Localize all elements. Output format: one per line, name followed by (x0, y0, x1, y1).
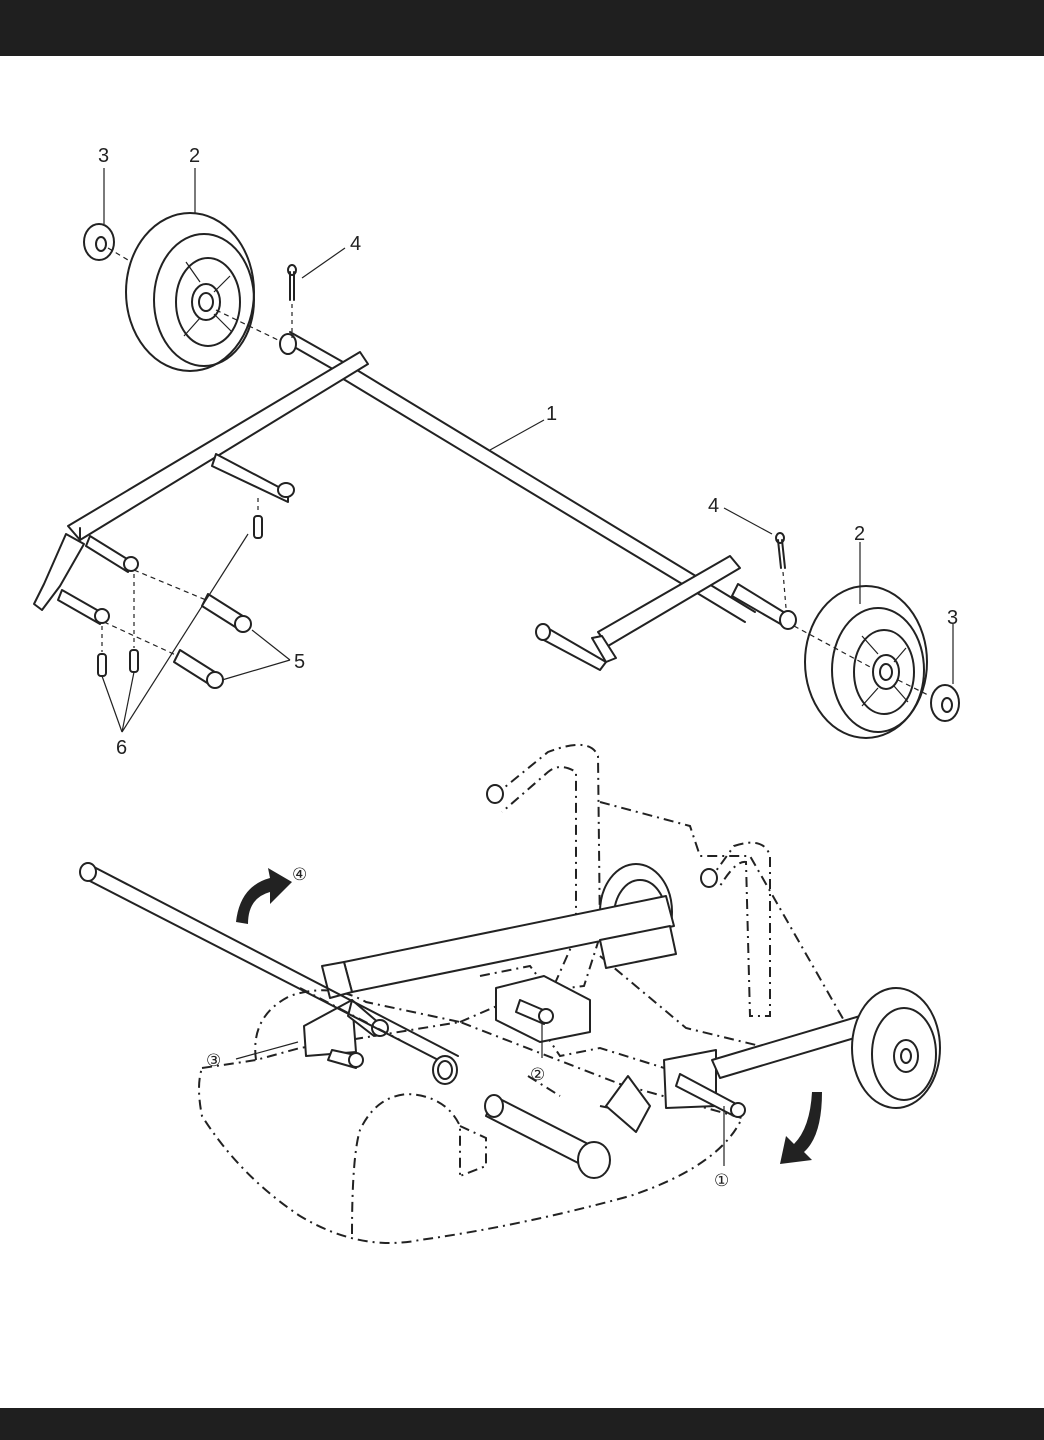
axle-frame (34, 332, 796, 670)
wheel-kit-diagram: 3 2 4 1 4 2 3 5 6 (0, 56, 1044, 1408)
installed-right-wheel (852, 988, 940, 1108)
bushings (104, 570, 251, 688)
rotation-arrow-icon (236, 868, 292, 924)
step-marker-2: ② (530, 1065, 545, 1084)
callout-part-3-left: 3 (98, 145, 109, 167)
header-bar (0, 0, 1044, 56)
step-marker-3: ③ (206, 1051, 221, 1070)
rotation-arrow-icon (780, 1092, 822, 1164)
left-washer (84, 224, 128, 260)
callout-part-4-left: 4 (350, 233, 361, 255)
cotter-pins (288, 265, 786, 608)
left-wheel (126, 213, 278, 371)
installation-view: ① ② ③ ④ (80, 745, 940, 1243)
callout-part-5: 5 (294, 651, 305, 673)
callout-part-2-left: 2 (189, 145, 200, 167)
callout-part-2-right: 2 (854, 523, 865, 545)
base-plate (199, 990, 742, 1243)
step-marker-4: ④ (292, 865, 307, 884)
right-washer (931, 685, 959, 721)
right-wheel (794, 586, 930, 738)
callout-part-1: 1 (546, 403, 557, 425)
callout-part-6: 6 (116, 737, 127, 759)
footer-bar (0, 1408, 1044, 1440)
callout-part-4-right: 4 (708, 495, 719, 517)
exploded-view: 3 2 4 1 4 2 3 5 6 (34, 145, 959, 759)
step-marker-1: ① (714, 1171, 729, 1190)
callout-part-3-right: 3 (947, 607, 958, 629)
